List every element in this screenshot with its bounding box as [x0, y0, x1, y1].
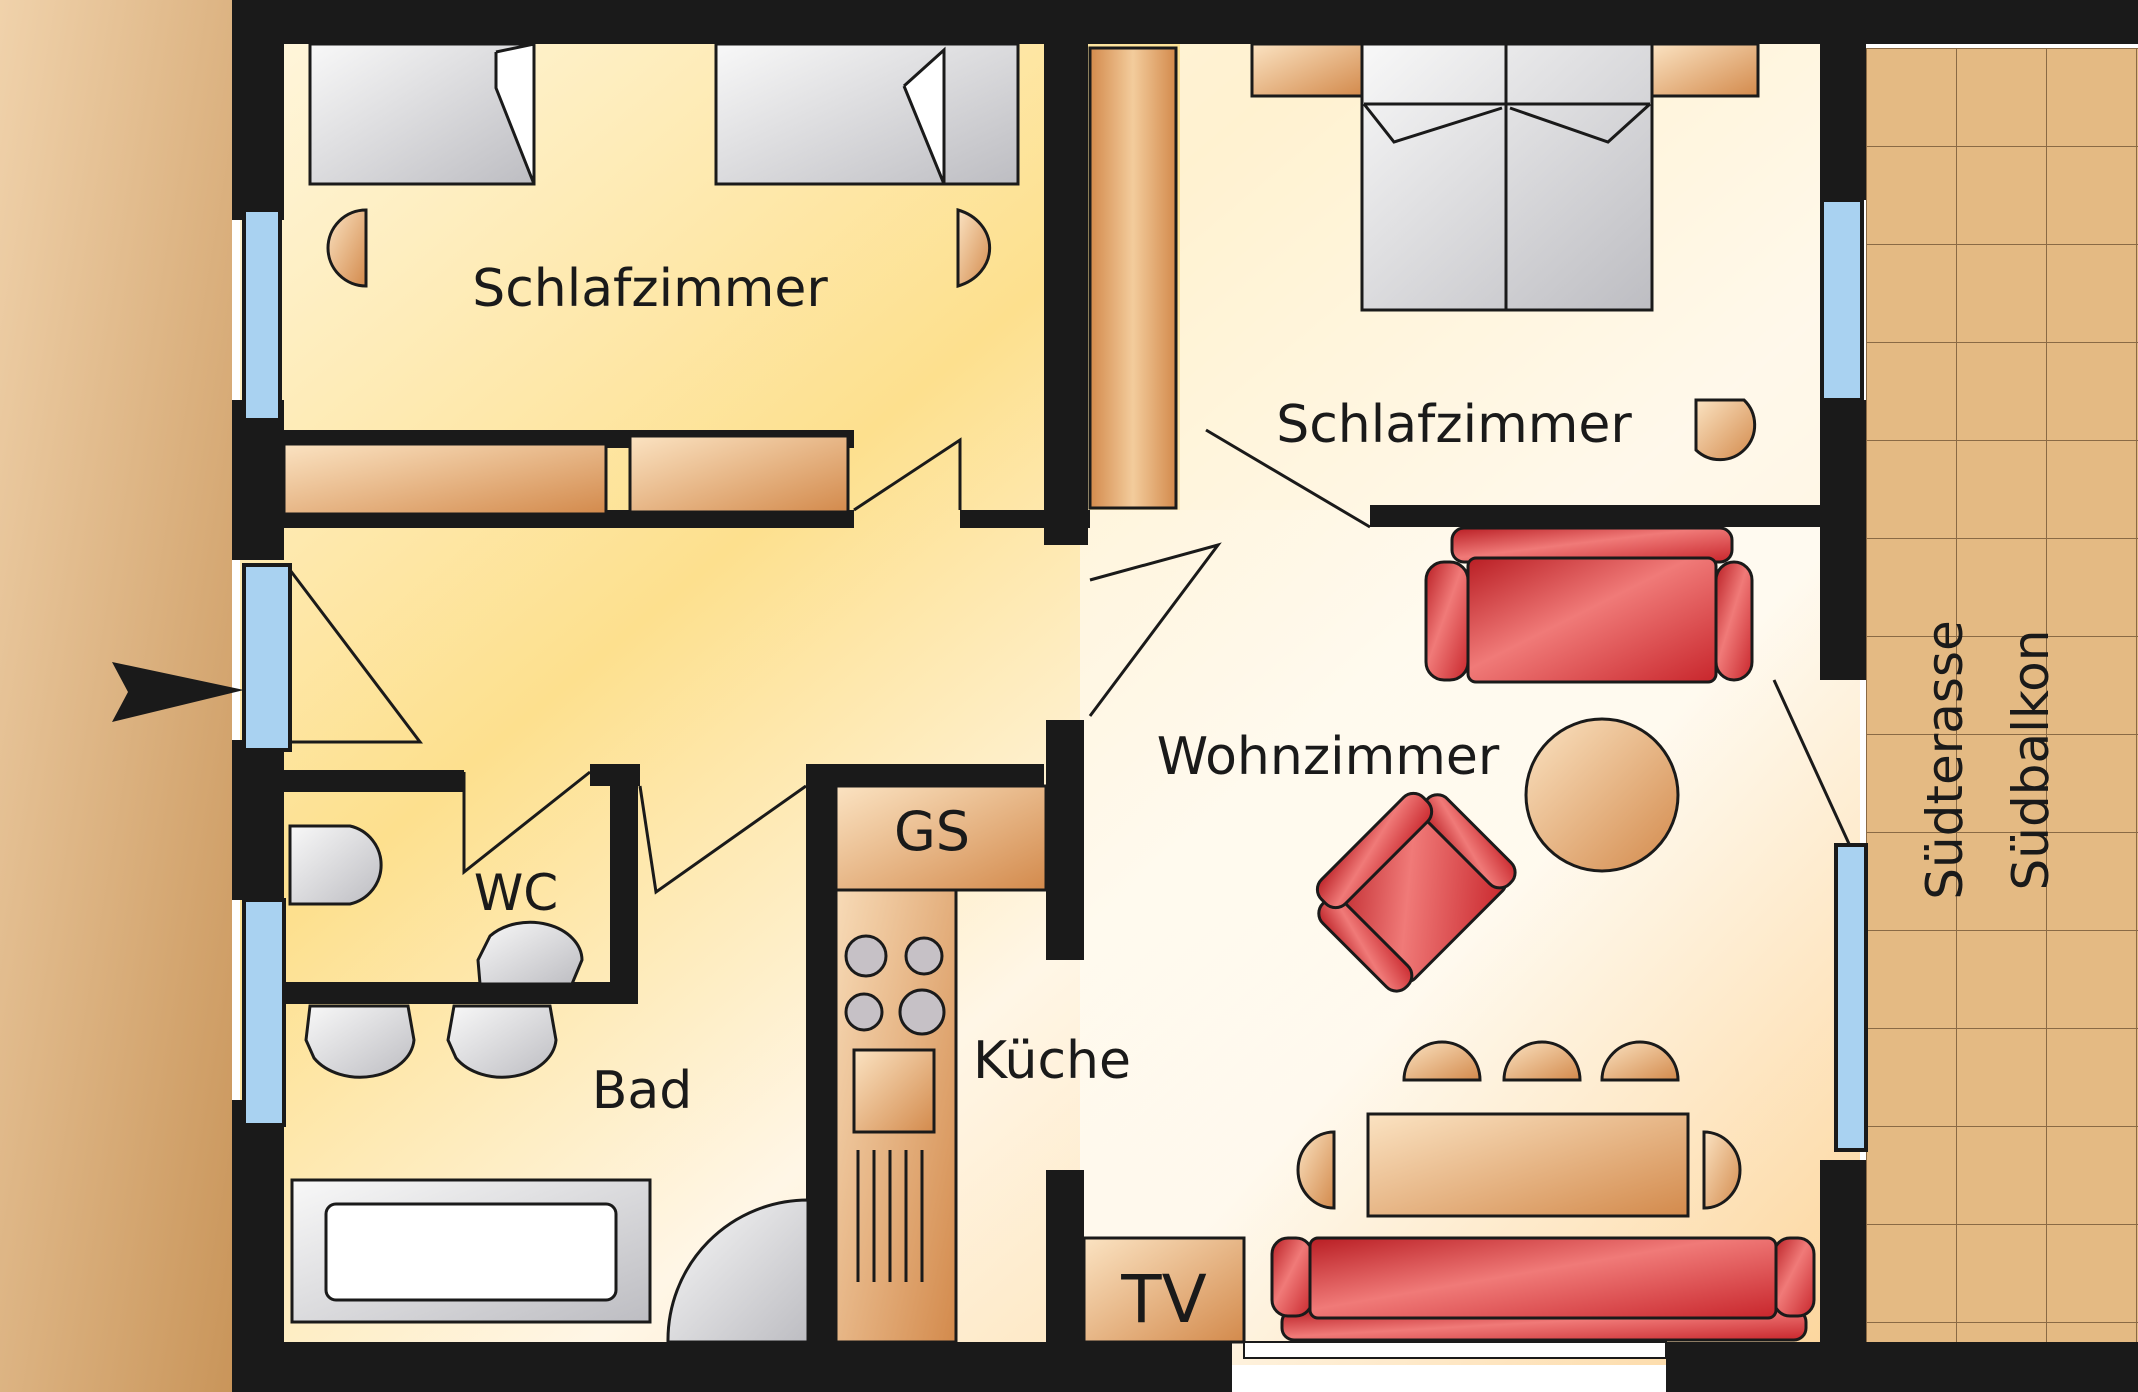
stove-icon [844, 934, 946, 1036]
bed-double [1360, 42, 1654, 312]
storage-cabinet [834, 784, 1048, 892]
room-label-bath: Bad [592, 1061, 693, 1121]
dining-chair-right [1702, 1130, 1742, 1210]
nightstand-right [956, 208, 992, 288]
coffee-table [1524, 717, 1680, 873]
dining-chairs-top [1402, 1040, 1680, 1082]
walls [232, 0, 2138, 1392]
storage-label: GS [894, 800, 970, 863]
bath-sink-right-icon [446, 1004, 558, 1079]
wc-sink-icon [476, 920, 584, 986]
sofa-lower [1270, 1236, 1816, 1342]
wardrobe-vertical [1088, 46, 1178, 510]
dining-table [1366, 1112, 1690, 1218]
room-label-bedroom-left: Schlafzimmer [472, 259, 828, 319]
wardrobe-left [282, 442, 608, 516]
wardrobe-right [628, 434, 850, 514]
nightstand-top-right [1650, 42, 1760, 98]
nightstand-top-left [1250, 42, 1364, 98]
windows [242, 198, 1868, 1152]
terrace-area [1866, 48, 2138, 1344]
bed-single-right [714, 42, 1020, 186]
room-label-bedroom-right: Schlafzimmer [1276, 395, 1632, 455]
bed-single-left [308, 42, 536, 186]
bath-sink-left-icon [304, 1004, 416, 1079]
drainboard-icon [856, 1150, 924, 1282]
balcony-label: Südbalkon [2002, 630, 2060, 891]
door-swings [288, 428, 1852, 895]
dining-chair-left [1296, 1130, 1336, 1210]
shower-icon [666, 1198, 810, 1344]
sink-icon [852, 1048, 936, 1134]
balcony-door-threshold [1243, 1341, 1667, 1359]
sofa-upper [1424, 526, 1754, 684]
nightstand-right-bedroom [1694, 398, 1757, 462]
bathtub-icon [290, 1178, 652, 1324]
armchair [1315, 791, 1517, 993]
tv-label: TV [1120, 1261, 1206, 1338]
room-label-wc: WC [474, 864, 558, 922]
terrace-label: Südterasse [1916, 620, 1974, 900]
room-label-kitchen: Küche [973, 1031, 1131, 1091]
entry-arrow-icon [112, 662, 244, 722]
toilet-icon [288, 824, 383, 906]
nightstand-left [326, 208, 368, 288]
room-label-living: Wohnzimmer [1157, 727, 1500, 787]
tv-cabinet [1082, 1236, 1246, 1344]
